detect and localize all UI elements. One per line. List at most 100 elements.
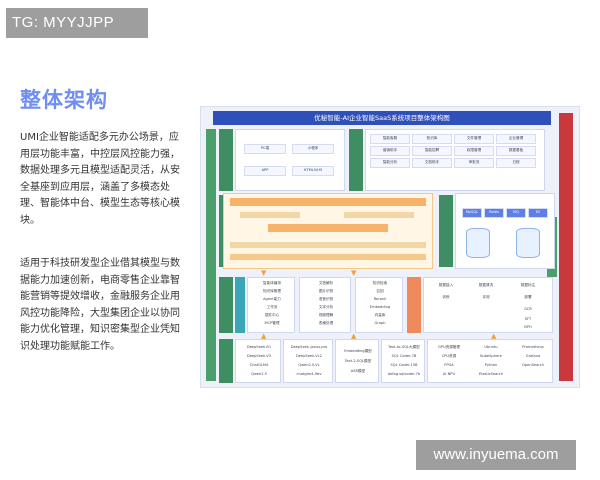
model-chip: Qwen2.5-VL <box>298 363 320 367</box>
infra-chip: Ubuntu <box>484 345 498 349</box>
retrieval-chip: 向量库 <box>374 313 386 317</box>
app-chip: 企业管理 <box>496 134 536 144</box>
database-icon <box>516 228 540 258</box>
infra-chip: Prometheus <box>522 345 544 349</box>
row-label-pipeline <box>407 277 421 333</box>
model-chip: SQL Coder-7B <box>391 354 417 358</box>
app-chip: 智能客服 <box>370 134 410 144</box>
infra-chip: CPU资源 <box>441 354 457 358</box>
model-chip: Text-2-SQL模型 <box>344 359 372 363</box>
row-label-data <box>439 195 453 267</box>
row-label-access <box>219 129 233 191</box>
agent-chip: 工作流 <box>266 305 278 309</box>
model-chip: SQL Coder-15B <box>390 363 418 367</box>
diagram-left-rail <box>206 129 216 381</box>
access-chip: 小程序 <box>292 144 334 154</box>
model-chip: Qwen2.5 <box>251 372 267 376</box>
application-layer-box: 智能客服 知识库 文件管理 企业管理 营销助手 智能招聘 权限管理 数据看板 智… <box>365 129 545 191</box>
access-layer-box: PC端 小程序 APP HTML5/H5 <box>235 129 345 191</box>
model-chip: chatglm4-9bv <box>296 372 322 376</box>
section-heading: 整体架构 <box>20 88 108 112</box>
db-chip: MQ <box>506 208 526 218</box>
model-chip: Text-to-SQL大模型 <box>388 345 420 349</box>
arrow-icon: ▲ <box>351 332 357 340</box>
retrieval-chip: 知识检索 <box>372 281 388 285</box>
embedding-box: Embedding模型 Text-2-SQL模型 ASR模型 <box>335 339 379 383</box>
row-label-capability <box>219 277 233 333</box>
intro-paragraph: UMI企业智能适配多元办公场景，应用层功能丰富，中控层风控能力强，数据处理多元且… <box>20 132 180 226</box>
site-watermark: www.inyuema.com <box>416 440 576 470</box>
agent-box: 智能体编排 知识库管理 Agent能力 工作流 插件中心 MCP管理 <box>247 277 295 333</box>
db-chip: MySQL <box>462 208 482 218</box>
control-band <box>268 224 388 232</box>
infrastructure-box: GPU资源管理 CPU资源 FPGA AI NPU Ubuntu KubeSph… <box>427 339 553 383</box>
multimodal-box: 文档解析 图片识别 语音识别 文本分析 视频理解 表格处理 <box>299 277 351 333</box>
vlm-box: DeepSeek-Janus-pro DeepSeek-VL2 Qwen2.5-… <box>283 339 333 383</box>
control-band <box>230 198 426 206</box>
diagram-title: 优秘智能-AI企业智能SaaS系统项目整体架构图 <box>213 111 551 125</box>
multimodal-chip: 文本分析 <box>318 305 334 309</box>
app-chip: 文档助手 <box>412 158 452 168</box>
access-chip: PC端 <box>244 144 286 154</box>
model-chip: defog-sqlcoder-7b <box>387 372 421 376</box>
pipeline-chip: 评测 <box>482 295 490 299</box>
arrow-icon: ▼ <box>261 269 267 277</box>
infra-chip: OpenSearch <box>522 363 544 367</box>
model-chip: DeepSeek-R1 <box>246 345 272 349</box>
retrieval-chip: Embedding <box>369 305 391 309</box>
infra-chip: Python <box>484 363 498 367</box>
app-chip: 文件管理 <box>454 134 494 144</box>
app-chip: 审批流 <box>454 158 494 168</box>
model-chip: DeepSeek-V3 <box>246 354 272 358</box>
retrieval-chip: Rerank <box>373 297 387 301</box>
pipeline-chip: 数据接入 <box>438 283 454 287</box>
pipeline-chip: 训练 <box>442 295 450 299</box>
model-chip: ASR模型 <box>350 369 366 373</box>
app-chip: 日程 <box>496 158 536 168</box>
infra-chip: KubeSphere <box>480 354 502 358</box>
pipeline-chip: 数据清洗 <box>478 283 494 287</box>
access-chip: APP <box>244 166 286 176</box>
capability-tag <box>235 277 245 333</box>
model-chip: DeepSeek-VL2 <box>295 354 323 358</box>
retrieval-chip: Graph <box>374 321 386 325</box>
agent-chip: MCP管理 <box>264 321 280 325</box>
llm-box: DeepSeek-R1 DeepSeek-V3 ChatGLM4 Qwen2.5 <box>235 339 281 383</box>
control-subband <box>230 242 426 248</box>
row-label-model <box>219 339 233 383</box>
agent-chip: Agent能力 <box>263 297 281 301</box>
retrieval-box: 知识检索 召回 Rerank Embedding 向量库 Graph <box>355 277 403 333</box>
pipeline-chip: SFT <box>524 317 532 321</box>
pipeline-chip: GCR <box>524 307 532 311</box>
database-icon <box>466 228 490 258</box>
multimodal-chip: 图片识别 <box>318 289 334 293</box>
infra-chip: FPGA <box>444 363 454 367</box>
control-subband <box>230 254 426 260</box>
app-chip: 权限管理 <box>454 146 494 156</box>
agent-chip: 插件中心 <box>264 313 280 317</box>
agent-chip: 智能体编排 <box>263 281 281 285</box>
app-chip: 数据看板 <box>496 146 536 156</box>
app-chip: 营销助手 <box>370 146 410 156</box>
control-subband <box>240 212 300 218</box>
model-chip: DeepSeek-Janus-pro <box>290 345 328 349</box>
pipeline-box: 数据接入 数据清洗 数据标注 训练 评测 部署 GCR SFT DPO <box>423 277 553 333</box>
model-chip: Embedding模型 <box>344 349 372 353</box>
app-chip: 智能分析 <box>370 158 410 168</box>
row-label-app <box>349 129 363 191</box>
multimodal-chip: 视频理解 <box>318 313 334 317</box>
control-layer-box <box>223 193 433 269</box>
arrow-icon: ▼ <box>351 269 357 277</box>
db-chip: ES <box>528 208 548 218</box>
arrow-icon: ▲ <box>261 332 267 340</box>
multimodal-chip: 表格处理 <box>318 321 334 325</box>
pipeline-chip: DPO <box>524 325 532 329</box>
channel-badge: TG: MYYJJPP <box>6 8 148 38</box>
data-layer-box: MySQL Redis MQ ES <box>455 193 555 269</box>
architecture-diagram: 优秘智能-AI企业智能SaaS系统项目整体架构图 PC端 小程序 APP HTM… <box>200 106 580 388</box>
pipeline-chip: 部署 <box>524 295 532 299</box>
access-chip: HTML5/H5 <box>292 166 334 176</box>
app-chip: 智能招聘 <box>412 146 452 156</box>
infra-chip: Grafana <box>525 354 541 358</box>
infra-chip: ElasticSearch <box>478 372 504 376</box>
